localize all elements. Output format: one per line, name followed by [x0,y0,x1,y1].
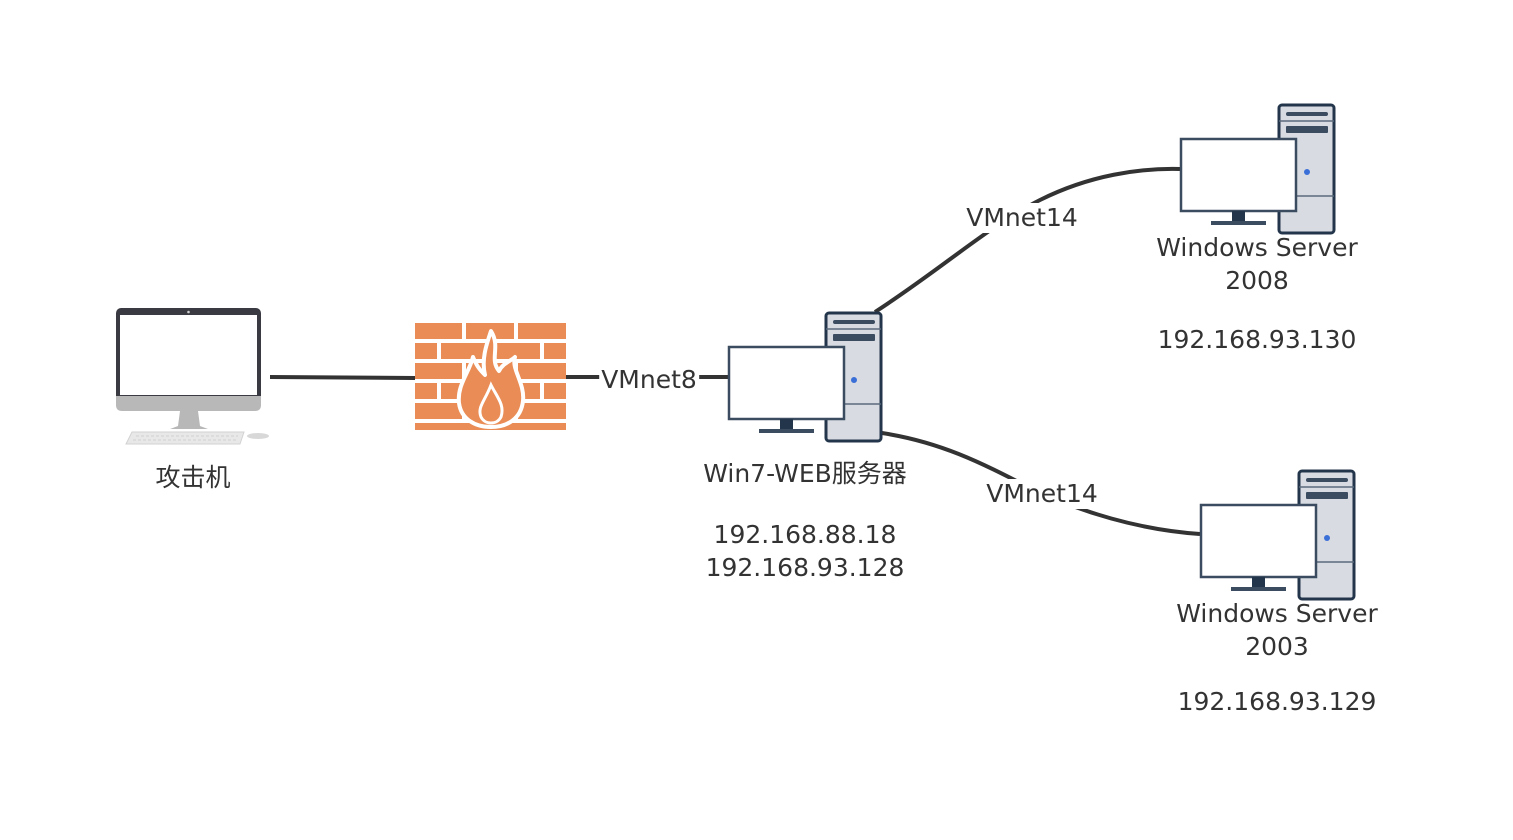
win7-server-icon[interactable] [727,311,883,443]
ws2003-label-line1: Windows Server [1176,599,1378,628]
ws2003-label-line2: 2003 [1245,632,1309,661]
edge-attacker-firewall[interactable] [269,375,416,380]
attacker-computer-icon[interactable] [116,308,269,445]
edge-label-vmnet14-upper: VMnet14 [964,203,1080,233]
ws2008-label: Windows Server 2008 [1156,231,1358,297]
ws2003-server-icon[interactable] [1199,469,1356,601]
ws2003-ip: 192.168.93.129 [1177,687,1377,716]
win7-ip-1: 192.168.88.18 [713,520,897,549]
edge-win7-ws2008[interactable] [873,166,1181,314]
win7-label: Win7-WEB服务器 [703,459,907,488]
ws2008-server-icon[interactable] [1179,103,1336,235]
ws2008-label-line2: 2008 [1225,266,1289,295]
win7-ip-list: 192.168.88.18 192.168.93.128 [706,518,905,584]
flame-icon [456,329,526,429]
edge-label-vmnet14-lower: VMnet14 [984,479,1100,509]
win7-ip-2: 192.168.93.128 [705,553,905,582]
attacker-label: 攻击机 [155,463,231,492]
ws2008-ip: 192.168.93.130 [1157,325,1357,354]
firewall-icon[interactable] [415,323,566,430]
ws2003-label: Windows Server 2003 [1176,597,1378,663]
ws2008-label-line1: Windows Server [1156,233,1358,262]
edge-label-vmnet8: VMnet8 [599,365,699,395]
